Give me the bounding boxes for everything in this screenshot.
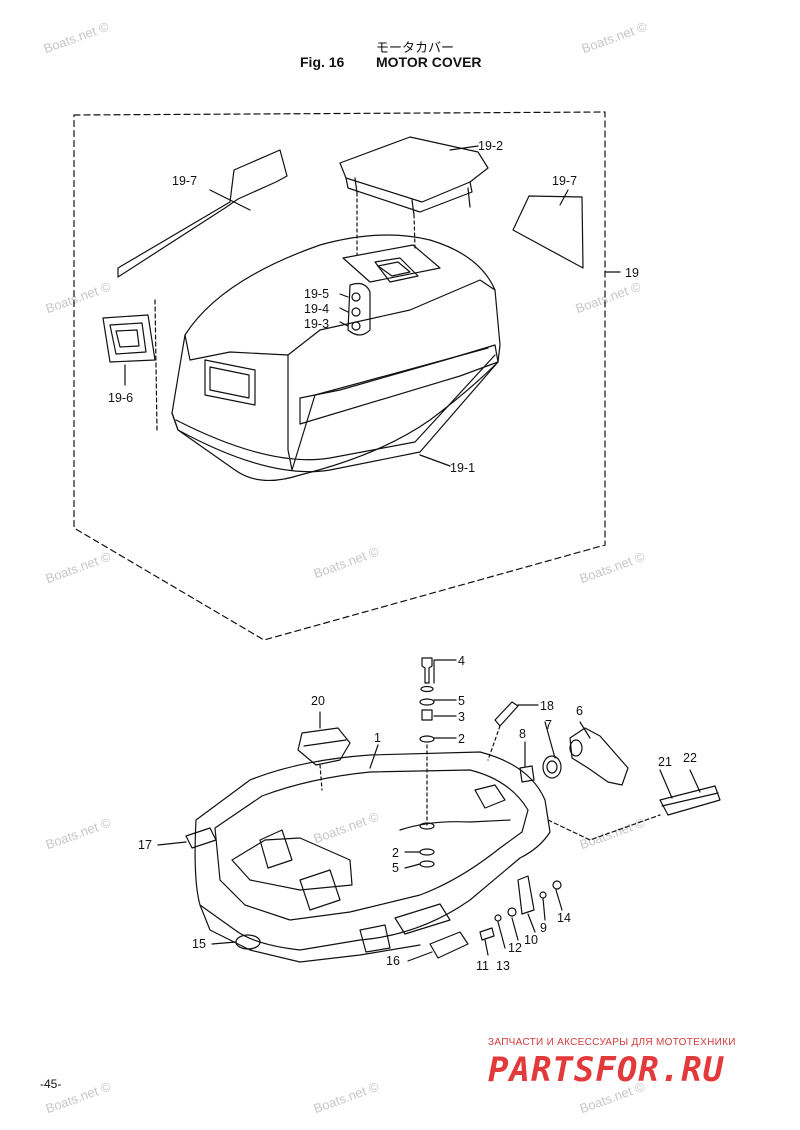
callout-5: 5 [458, 694, 465, 708]
callout-19-7-left: 19-7 [172, 174, 197, 188]
callout-17: 17 [138, 838, 152, 852]
callout-19-6: 19-6 [108, 391, 133, 405]
callout-4: 4 [458, 654, 465, 668]
callout-19: 19 [625, 266, 639, 280]
callout-19-7-right: 19-7 [552, 174, 577, 188]
callout-15: 15 [192, 937, 206, 951]
callout-13: 13 [496, 959, 510, 973]
callout-1: 1 [374, 731, 381, 745]
decal-21-22 [659, 785, 721, 816]
bolt-4 [421, 657, 433, 684]
banner-subtitle: ЗАПЧАСТИ И АКСЕССУАРЫ ДЛЯ МОТОТЕХНИКИ [488, 1037, 736, 1048]
callout-20: 20 [311, 694, 325, 708]
figure-title: MOTOR COVER [376, 54, 482, 70]
decal-19-7-left [117, 149, 288, 278]
callout-18: 18 [540, 699, 554, 713]
callout-9: 9 [540, 921, 547, 935]
callout-11: 11 [476, 959, 489, 973]
grommet-16 [429, 931, 469, 959]
bottom-cover-1 [194, 751, 551, 951]
callout-8: 8 [519, 727, 526, 741]
callout-6: 6 [576, 704, 583, 718]
collar-8 [519, 765, 535, 783]
hood-19-1 [171, 234, 501, 482]
callout-19-1: 19-1 [450, 461, 475, 475]
callout-22: 22 [683, 751, 697, 765]
callout-14: 14 [557, 911, 571, 925]
callout-19-3: 19-3 [304, 317, 329, 331]
grommet-19-6 [102, 314, 156, 363]
callout-2-lower: 2 [392, 846, 399, 860]
callout-3: 3 [458, 710, 465, 724]
callout-2: 2 [458, 732, 465, 746]
lever-10 [517, 875, 535, 915]
callout-7: 7 [545, 718, 552, 732]
callout-16: 16 [386, 954, 400, 968]
decal-19-7-right [512, 195, 584, 269]
page-number: -45- [40, 1077, 62, 1091]
callout-19-5: 19-5 [304, 287, 329, 301]
callout-10: 10 [524, 933, 538, 947]
figure-number: Fig. 16 [300, 54, 345, 70]
cap-19-2 [339, 136, 489, 203]
banner-logo: PARTSFOR.RU [488, 1050, 725, 1090]
callout-19-4: 19-4 [304, 302, 329, 316]
callout-19-2: 19-2 [478, 139, 503, 153]
japanese-title: モータカバー [376, 41, 455, 56]
grommet-17 [185, 827, 217, 849]
callout-5-lower: 5 [392, 861, 399, 875]
group-boundary [73, 111, 606, 641]
pad-20 [297, 727, 351, 766]
hose-18 [494, 701, 519, 727]
callout-21: 21 [658, 755, 672, 769]
callout-12: 12 [508, 941, 522, 955]
handle-6 [569, 727, 629, 786]
